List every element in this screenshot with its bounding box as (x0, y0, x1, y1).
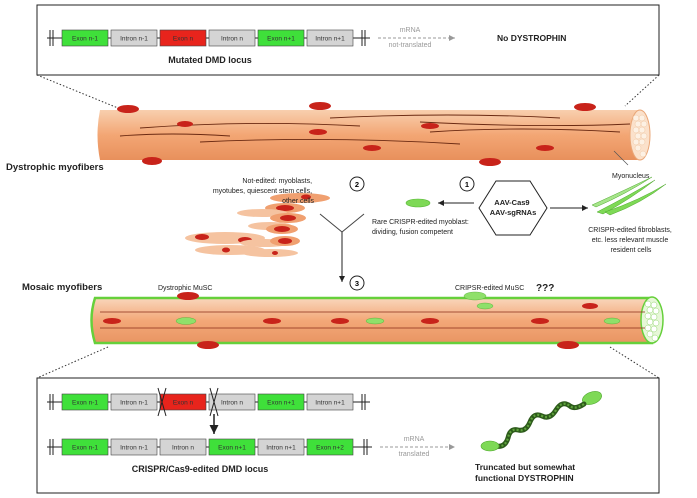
truncated-dystrophin-protein (480, 391, 602, 452)
top-locus-segment-label-3: Intron n (221, 36, 243, 43)
step-1-label: 1 (465, 180, 469, 189)
top-not-translated-label: not-translated (389, 42, 432, 49)
not-edited-cells (185, 193, 330, 257)
bottom-locus-row2-segment-4 (257, 438, 305, 456)
top-locus-segment-label-2: Exon n (173, 36, 194, 43)
edited-musc-label: CRIPSR-edited MuSC (455, 285, 524, 292)
bottom-locus-row2-segment-label-5: Exon n+2 (316, 445, 344, 452)
top-locus-segment-label-1: Intron n-1 (120, 36, 148, 43)
top-locus-segment-2 (159, 29, 207, 47)
top-mrna-label: mRNA (400, 27, 421, 34)
bottom-locus-row1-segment-2 (159, 393, 207, 411)
top-locus-segment-label-5: Intron n+1 (315, 36, 345, 43)
bottom-locus-row2-segment-label-0: Exon n-1 (72, 445, 98, 452)
bottom-locus-row1-segment-5 (306, 393, 354, 411)
dystrophic-musc-label: Dystrophic MuSC (158, 285, 212, 292)
bottom-locus-row1-segment-0 (61, 393, 109, 411)
top-locus-segment-label-4: Exon n+1 (267, 36, 295, 43)
top-locus-segment-3 (208, 29, 256, 47)
bottom-locus-row2-segment-3 (208, 438, 256, 456)
fibroblasts-label: CRISPR-edited fibroblasts, etc. less rel… (588, 227, 674, 254)
top-locus-segment-5 (306, 29, 354, 47)
bottom-locus-row1-segment-label-5: Intron n+1 (315, 400, 345, 407)
bottom-locus-row2-segment-label-1: Intron n-1 (120, 445, 148, 452)
bottom-locus-row1-segment-label-1: Intron n-1 (120, 400, 148, 407)
bottom-locus-row2-segment-label-3: Exon n+1 (218, 445, 246, 452)
bottom-locus-row1-segment-4 (257, 393, 305, 411)
bottom-locus-row2-segment-label-4: Intron n+1 (266, 445, 296, 452)
bottom-locus-row2-segment-5 (306, 438, 354, 456)
top-locus-segment-label-0: Exon n-1 (72, 36, 98, 43)
edited-locus-caption: CRISPR/Cas9-edited DMD locus (132, 464, 269, 474)
edited-myoblast (405, 198, 431, 208)
mutated-locus-caption: Mutated DMD locus (168, 55, 252, 65)
bottom-locus-row1-segment-label-4: Exon n+1 (267, 400, 295, 407)
dystrophic-myofibers-title: Dystrophic myofibers (6, 162, 104, 173)
bottom-locus-row1-segment-label-2: Exon n (173, 400, 194, 407)
rare-edited-label: Rare CRISPR-edited myoblast: dividing, f… (372, 219, 471, 236)
bottom-locus-row1-segment-label-3: Intron n (221, 400, 243, 407)
bottom-locus-row2-segment-1 (110, 438, 158, 456)
mosaic-myofiber (90, 291, 664, 349)
step-2-label: 2 (355, 180, 359, 189)
bottom-locus-row1-segment-1 (110, 393, 158, 411)
edited-fibroblasts (591, 176, 667, 216)
aav-label: AAV-Cas9 AAV-sgRNAs (490, 198, 537, 217)
not-edited-label: Not-edited: myoblasts, myotubes, quiesce… (213, 178, 315, 205)
bottom-locus-row2-segment-2 (159, 438, 207, 456)
mutated-locus-panel: Exon n-1 Intron n-1 Exon n Intron n Exon n+1… (36, 4, 660, 76)
bottom-locus-row1-segment-label-0: Exon n-1 (72, 400, 98, 407)
unknown-label: ??? (536, 283, 554, 294)
top-locus-segment-4 (257, 29, 305, 47)
bottom-mrna-label: mRNA (404, 436, 425, 443)
no-dystrophin-label: No DYSTROPHIN (497, 33, 566, 43)
step-3-label: 3 (355, 279, 359, 288)
bottom-translated-label: translated (399, 451, 430, 458)
bottom-locus-row1-segment-3 (208, 393, 256, 411)
myonucleus-label: Myonucleus (612, 173, 650, 180)
dystrophic-myofiber (97, 102, 651, 166)
top-locus-segment-0 (61, 29, 109, 47)
bottom-locus-row2-segment-0 (61, 438, 109, 456)
top-locus-segment-1 (110, 29, 158, 47)
bottom-locus-row2-segment-label-2: Intron n (172, 445, 194, 452)
mosaic-myofibers-title: Mosaic myofibers (22, 282, 102, 293)
aav-hexagon (478, 180, 548, 236)
truncated-dystrophin-label: Truncated but somewhat functional DYSTRO… (475, 462, 578, 483)
